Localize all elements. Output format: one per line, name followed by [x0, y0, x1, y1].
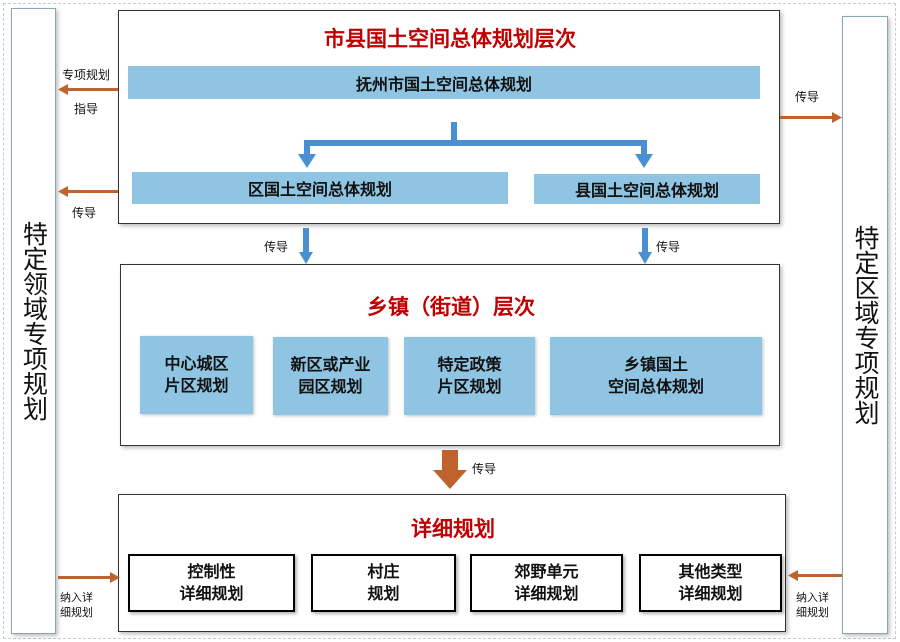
- left-sidebar: 特定领域专项规划: [11, 8, 56, 634]
- city-county-title: 市县国土空间总体规划层次: [324, 27, 576, 51]
- district-plan-bar: 区国土空间总体规划: [132, 172, 508, 204]
- special-guide-label: 专项规划: [62, 68, 111, 82]
- transmit-label-left-sidebar: 传导: [72, 206, 97, 220]
- transmit-label-right-sidebar: 传导: [795, 90, 820, 104]
- detail-title: 详细规划: [411, 517, 495, 541]
- left-sidebar-title: 特定领域专项规划: [19, 221, 49, 421]
- suburban-unit-box: 郊野单元 详细规划: [470, 554, 623, 612]
- include-arrow-left: [58, 572, 120, 583]
- transmit-arrow-detail: [433, 450, 467, 489]
- transmit-arrow-left-sidebar: [58, 186, 118, 197]
- diagram-frame: [3, 3, 896, 639]
- right-sidebar-title: 特定区域专项规划: [851, 225, 880, 425]
- guide-label: 指导: [74, 102, 99, 116]
- city-plan-bar: 抚州市国土空间总体规划: [128, 66, 760, 99]
- town-title: 乡镇（街道）层次: [367, 295, 535, 319]
- transmit-label-right: 传导: [656, 240, 681, 254]
- regulatory-detail-box: 控制性 详细规划: [128, 554, 295, 612]
- village-plan-box: 村庄 规划: [311, 554, 456, 612]
- branch-connector: [298, 122, 653, 168]
- guide-arrow-left: [58, 84, 118, 95]
- central-district-box: 中心城区 片区规划: [140, 336, 253, 414]
- other-detail-box: 其他类型 详细规划: [639, 554, 782, 612]
- transmit-arrow-left: [299, 228, 313, 264]
- include-label-right: 纳入详 细规划: [796, 591, 829, 619]
- transmit-arrow-right-sidebar: [780, 112, 842, 123]
- right-sidebar: 特定区域专项规划: [842, 16, 888, 634]
- transmit-arrow-right: [638, 228, 652, 264]
- new-district-box: 新区或产业 园区规划: [273, 337, 388, 415]
- include-label-left: 纳入详 细规划: [60, 591, 93, 619]
- transmit-label-detail: 传导: [472, 462, 497, 476]
- include-arrow-right: [788, 570, 842, 581]
- special-policy-box: 特定政策 片区规划: [404, 337, 535, 415]
- township-plan-box: 乡镇国土 空间总体规划: [550, 337, 762, 415]
- transmit-label-left: 传导: [264, 240, 289, 254]
- county-plan-bar: 县国土空间总体规划: [534, 174, 760, 204]
